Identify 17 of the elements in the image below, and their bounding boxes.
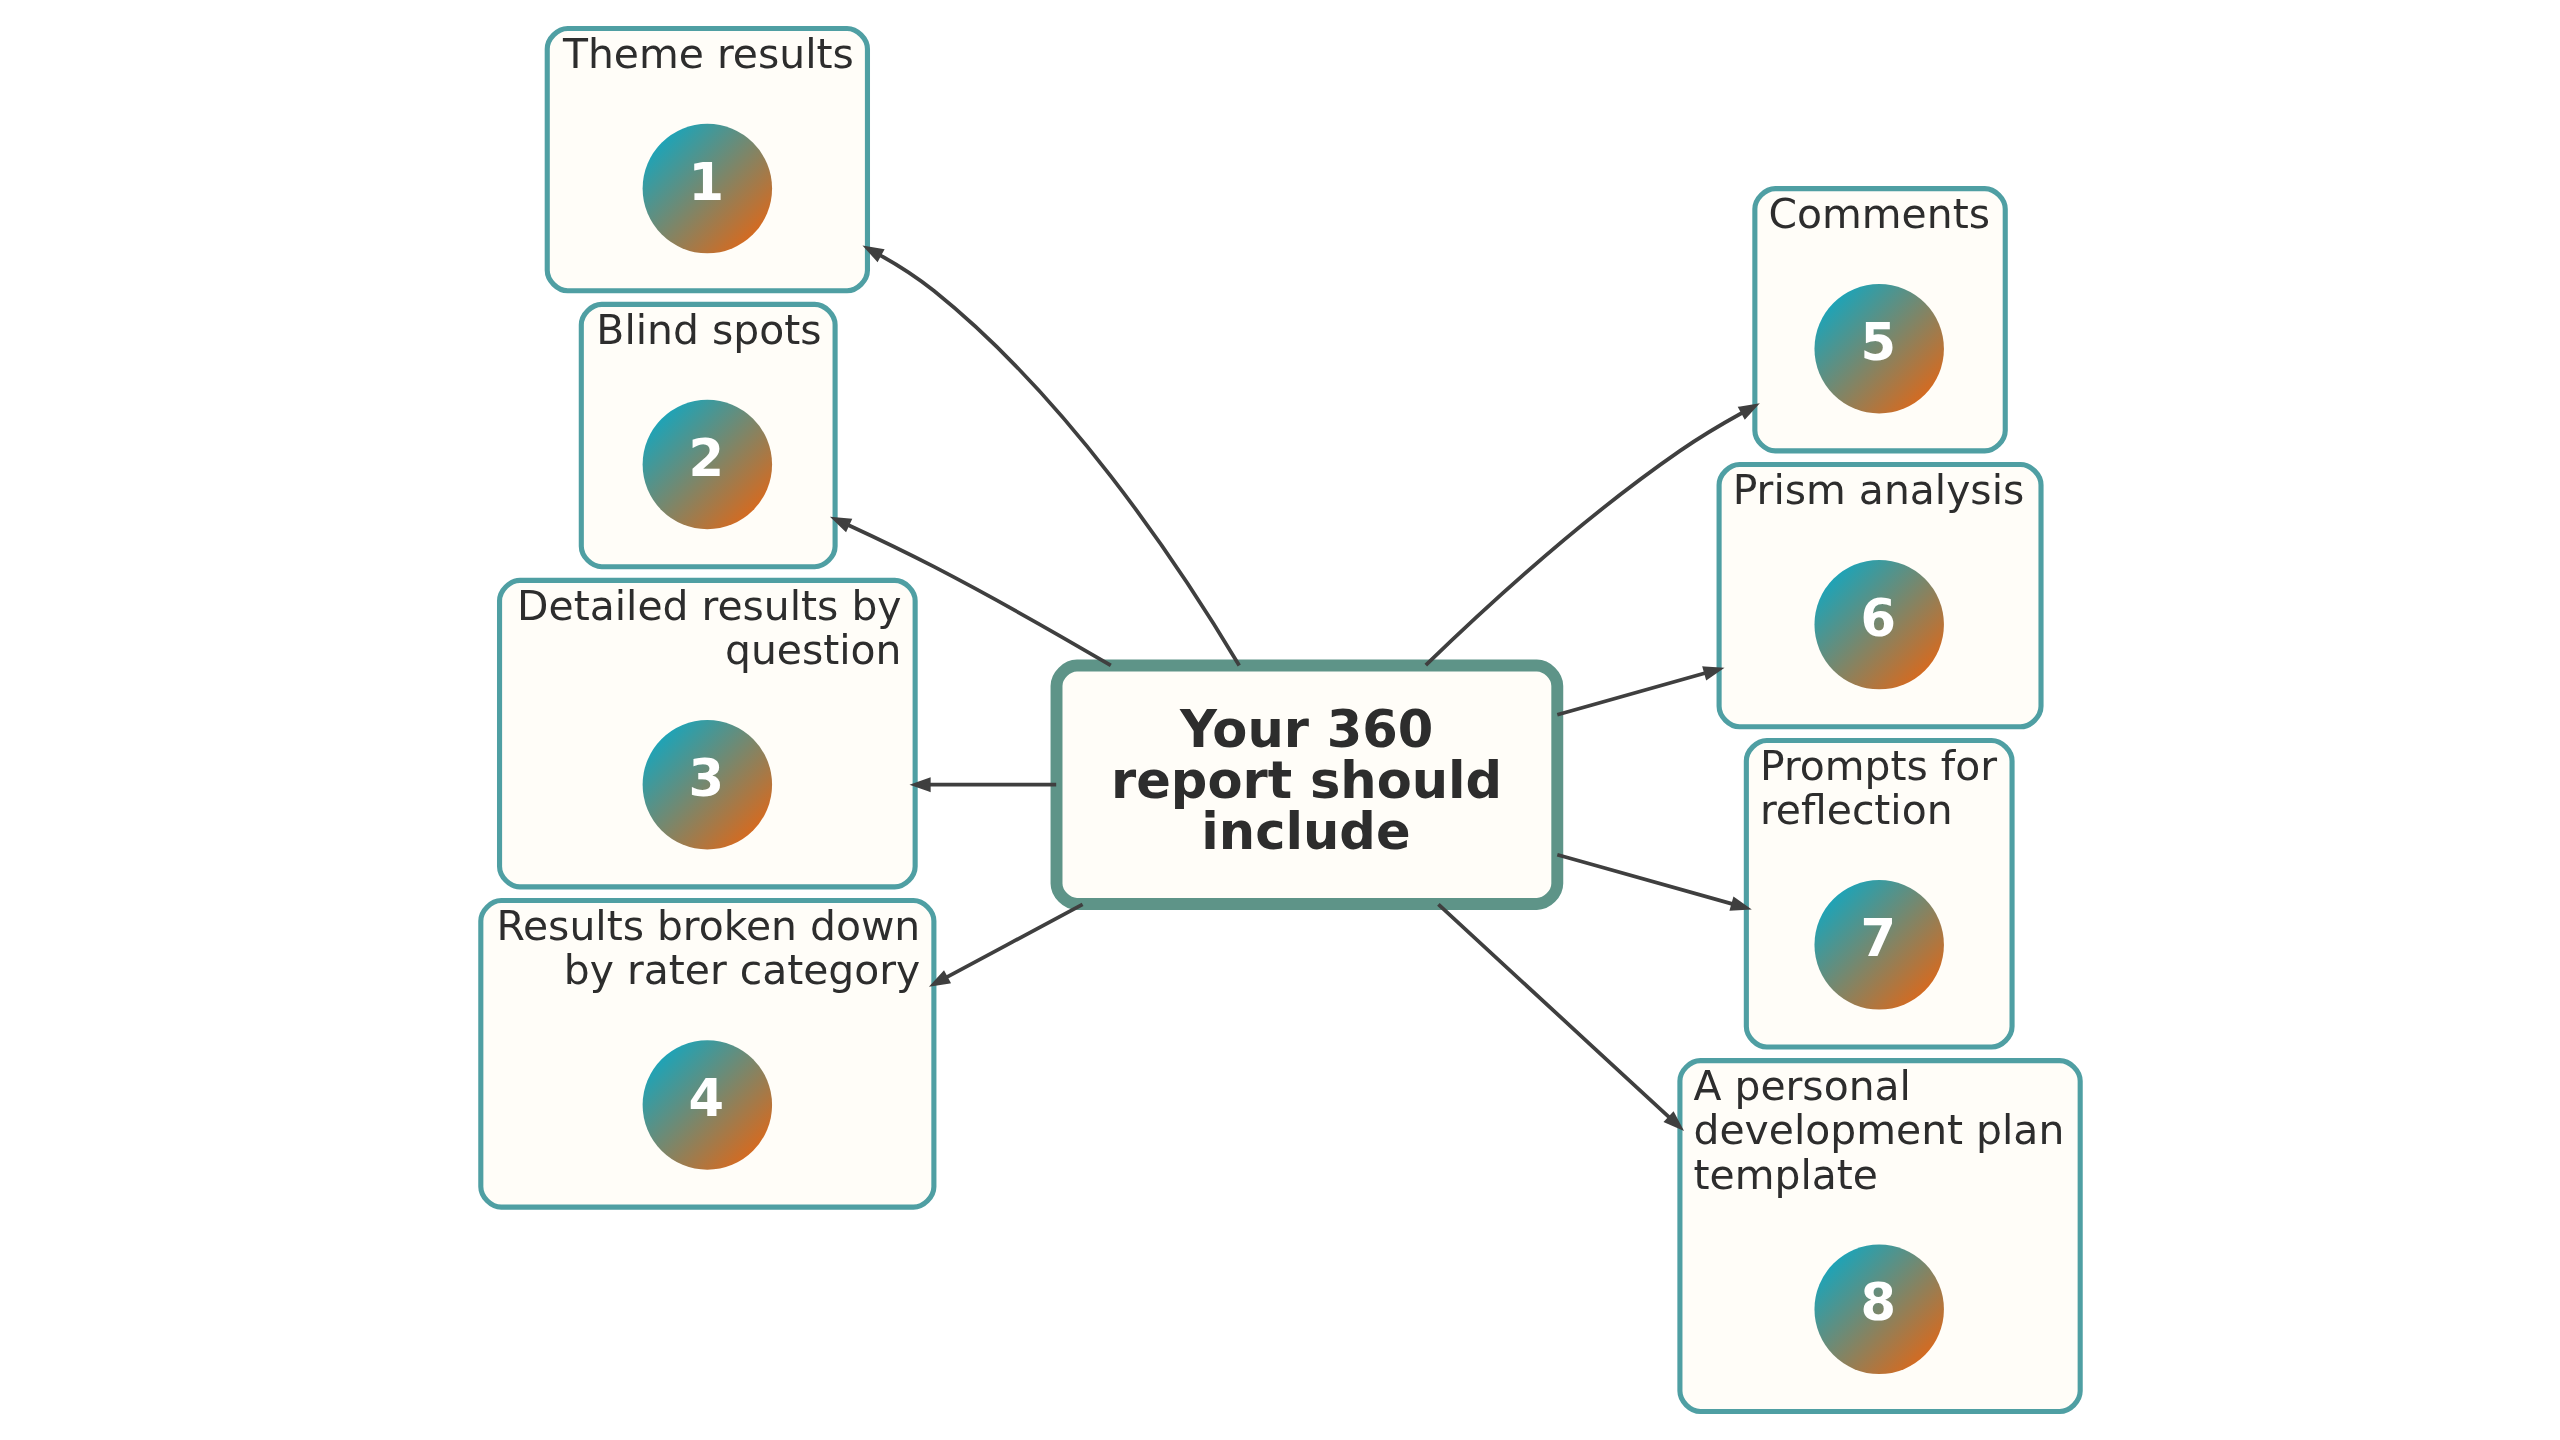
node-circle: 6 — [1814, 559, 1944, 690]
arrow — [1436, 903, 1684, 1131]
arrow — [829, 516, 1112, 668]
node-circle: 5 — [1814, 283, 1944, 414]
node-circle: 1 — [642, 123, 772, 254]
arrow — [928, 902, 1083, 987]
arrow — [1556, 666, 1725, 717]
node-circle: 3 — [642, 720, 772, 850]
arrow — [1424, 403, 1760, 667]
node-circle: 8 — [1814, 1244, 1944, 1375]
node-circle: 4 — [642, 1040, 772, 1170]
node-circle: 7 — [1814, 880, 1944, 1010]
arrow — [861, 245, 1241, 667]
node-box: Your 360 report should include — [1050, 659, 1563, 910]
arrow — [908, 777, 1056, 793]
arrow — [1556, 852, 1752, 911]
node-circle: 2 — [642, 399, 772, 530]
